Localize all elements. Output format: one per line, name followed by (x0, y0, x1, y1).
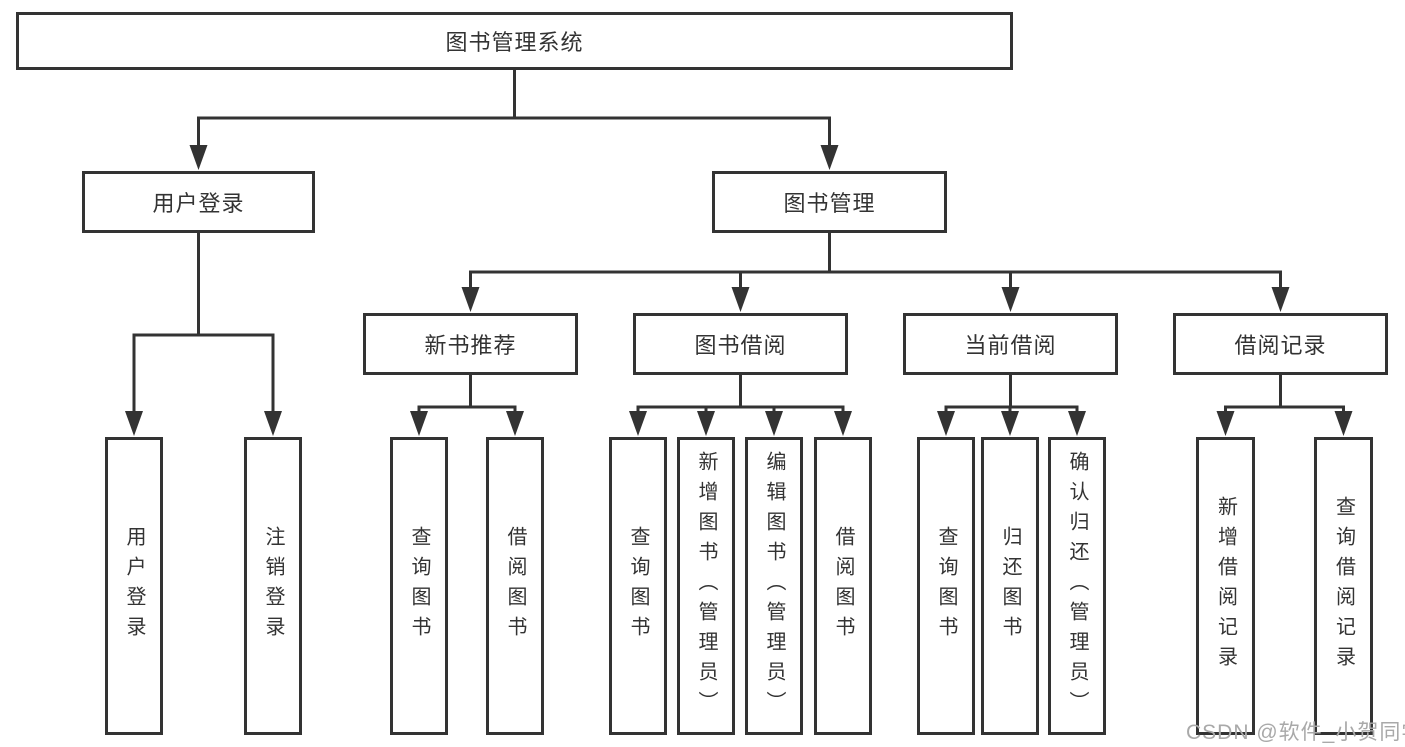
node-leaf-query-book-rec: 查询图书 (390, 437, 448, 735)
node-leaf-add-borrow-record: 新增借阅记录 (1196, 437, 1255, 735)
node-label: 图书管理系统 (445, 30, 584, 55)
node-root: 图书管理系统 (16, 12, 1013, 70)
node-label: 新增借阅记录 (1214, 496, 1237, 676)
arrowhead-icon (506, 411, 524, 436)
arrowhead-icon (937, 411, 955, 436)
node-leaf-borrow-book-rec: 借阅图书 (486, 437, 544, 735)
arrowhead-icon (1271, 287, 1290, 312)
node-label: 新书推荐 (424, 333, 517, 358)
node-label: 查询图书 (627, 526, 649, 646)
node-label: 新增图书（管理员） (695, 451, 717, 721)
arrowhead-icon (1001, 411, 1019, 436)
arrowhead-icon (629, 411, 647, 436)
arrowhead-icon (1216, 411, 1235, 436)
arrowhead-icon (731, 287, 750, 312)
arrowhead-icon (410, 411, 428, 436)
arrowhead-icon (1334, 411, 1353, 436)
node-leaf-confirm-return: 确认归还（管理员） (1048, 437, 1106, 735)
node-label: 查询图书 (935, 526, 957, 646)
arrowhead-icon (834, 411, 852, 436)
node-label: 借阅图书 (504, 526, 526, 646)
arrowhead-icon (264, 411, 282, 436)
node-leaf-query-book-cur: 查询图书 (917, 437, 975, 735)
node-label: 查询图书 (408, 526, 430, 646)
arrowhead-icon (765, 411, 783, 436)
node-leaf-query-book-bor: 查询图书 (609, 437, 667, 735)
node-label: 用户登录 (123, 526, 145, 646)
node-label: 归还图书 (999, 526, 1021, 646)
node-leaf-return-book: 归还图书 (981, 437, 1039, 735)
node-label: 图书借阅 (694, 333, 787, 358)
arrowhead-icon (820, 145, 839, 170)
node-leaf-add-book-admin: 新增图书（管理员） (677, 437, 735, 735)
node-label: 注销登录 (262, 526, 284, 646)
node-book-borrowing: 图书借阅 (633, 313, 848, 375)
node-label: 编辑图书（管理员） (763, 451, 785, 721)
node-book-management: 图书管理 (712, 171, 947, 233)
node-label: 当前借阅 (964, 333, 1057, 358)
arrowhead-icon (125, 411, 143, 436)
node-leaf-query-borrow-record: 查询借阅记录 (1314, 437, 1373, 735)
arrowhead-icon (1068, 411, 1086, 436)
node-user-login: 用户登录 (82, 171, 315, 233)
node-label: 借阅图书 (832, 526, 854, 646)
watermark: CSDN @软件_小贺同学 (1186, 721, 1405, 744)
arrowhead-icon (189, 145, 208, 170)
node-borrowing-records: 借阅记录 (1173, 313, 1388, 375)
node-new-book-recommend: 新书推荐 (363, 313, 578, 375)
node-label: 用户登录 (152, 191, 245, 216)
node-label: 确认归还（管理员） (1066, 451, 1088, 721)
arrowhead-icon (461, 287, 480, 312)
node-current-borrowing: 当前借阅 (903, 313, 1118, 375)
arrowhead-icon (1001, 287, 1020, 312)
node-label: 借阅记录 (1234, 333, 1327, 358)
node-leaf-logout: 注销登录 (244, 437, 302, 735)
node-label: 图书管理 (783, 191, 876, 216)
node-leaf-edit-book-admin: 编辑图书（管理员） (745, 437, 803, 735)
node-label: 查询借阅记录 (1332, 496, 1355, 676)
node-leaf-borrow-book-bor: 借阅图书 (814, 437, 872, 735)
node-leaf-user-login: 用户登录 (105, 437, 163, 735)
arrowhead-icon (697, 411, 715, 436)
